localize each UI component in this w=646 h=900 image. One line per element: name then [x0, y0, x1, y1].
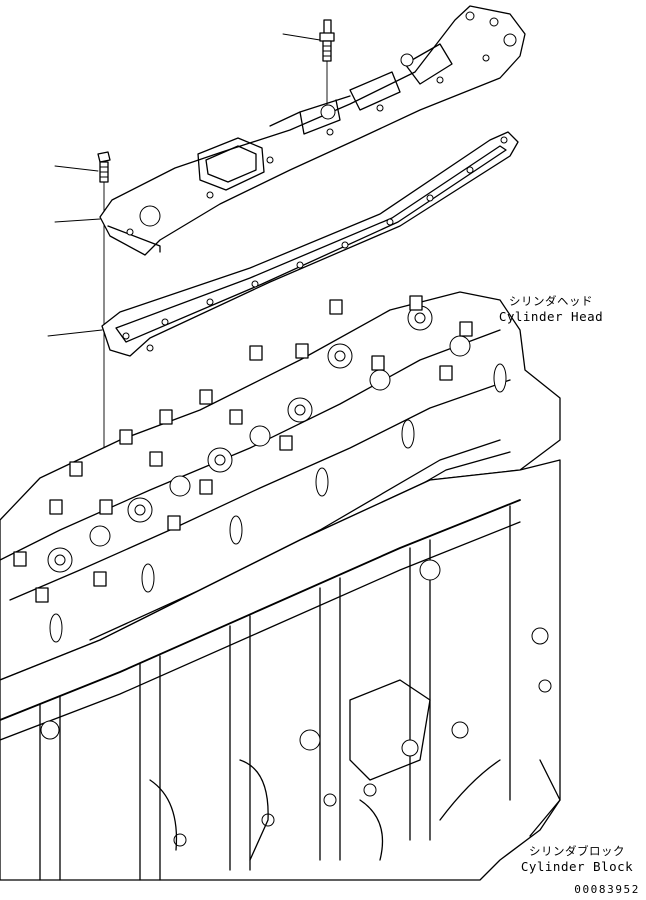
cylinder-head-label: シリンダヘッド Cylinder Head	[493, 293, 609, 324]
cylinder-block	[0, 459, 561, 881]
leader-gasket	[47, 329, 103, 337]
cylinder-block-label-jp: シリンダブロック	[529, 844, 625, 858]
cylinder-block-label-en: Cylinder Block	[520, 859, 634, 874]
leader-cover	[54, 218, 101, 223]
leader-lines	[47, 33, 321, 337]
side-cover	[99, 5, 526, 256]
head-bolts	[13, 295, 473, 603]
drawing-code: 00083952	[574, 883, 640, 896]
leader-bolt	[54, 165, 99, 172]
cylinder-head	[0, 291, 561, 681]
leader-stud-bolt	[282, 33, 321, 41]
cover-gasket	[101, 131, 519, 357]
valve-bosses	[47, 305, 471, 573]
cover-port-hole	[139, 205, 161, 227]
cylinder-block-label: シリンダブロック Cylinder Block	[514, 843, 640, 874]
cylinder-head-label-jp: シリンダヘッド	[509, 294, 593, 308]
head-side-ports	[49, 363, 507, 643]
cylinder-head-label-en: Cylinder Head	[498, 309, 604, 324]
